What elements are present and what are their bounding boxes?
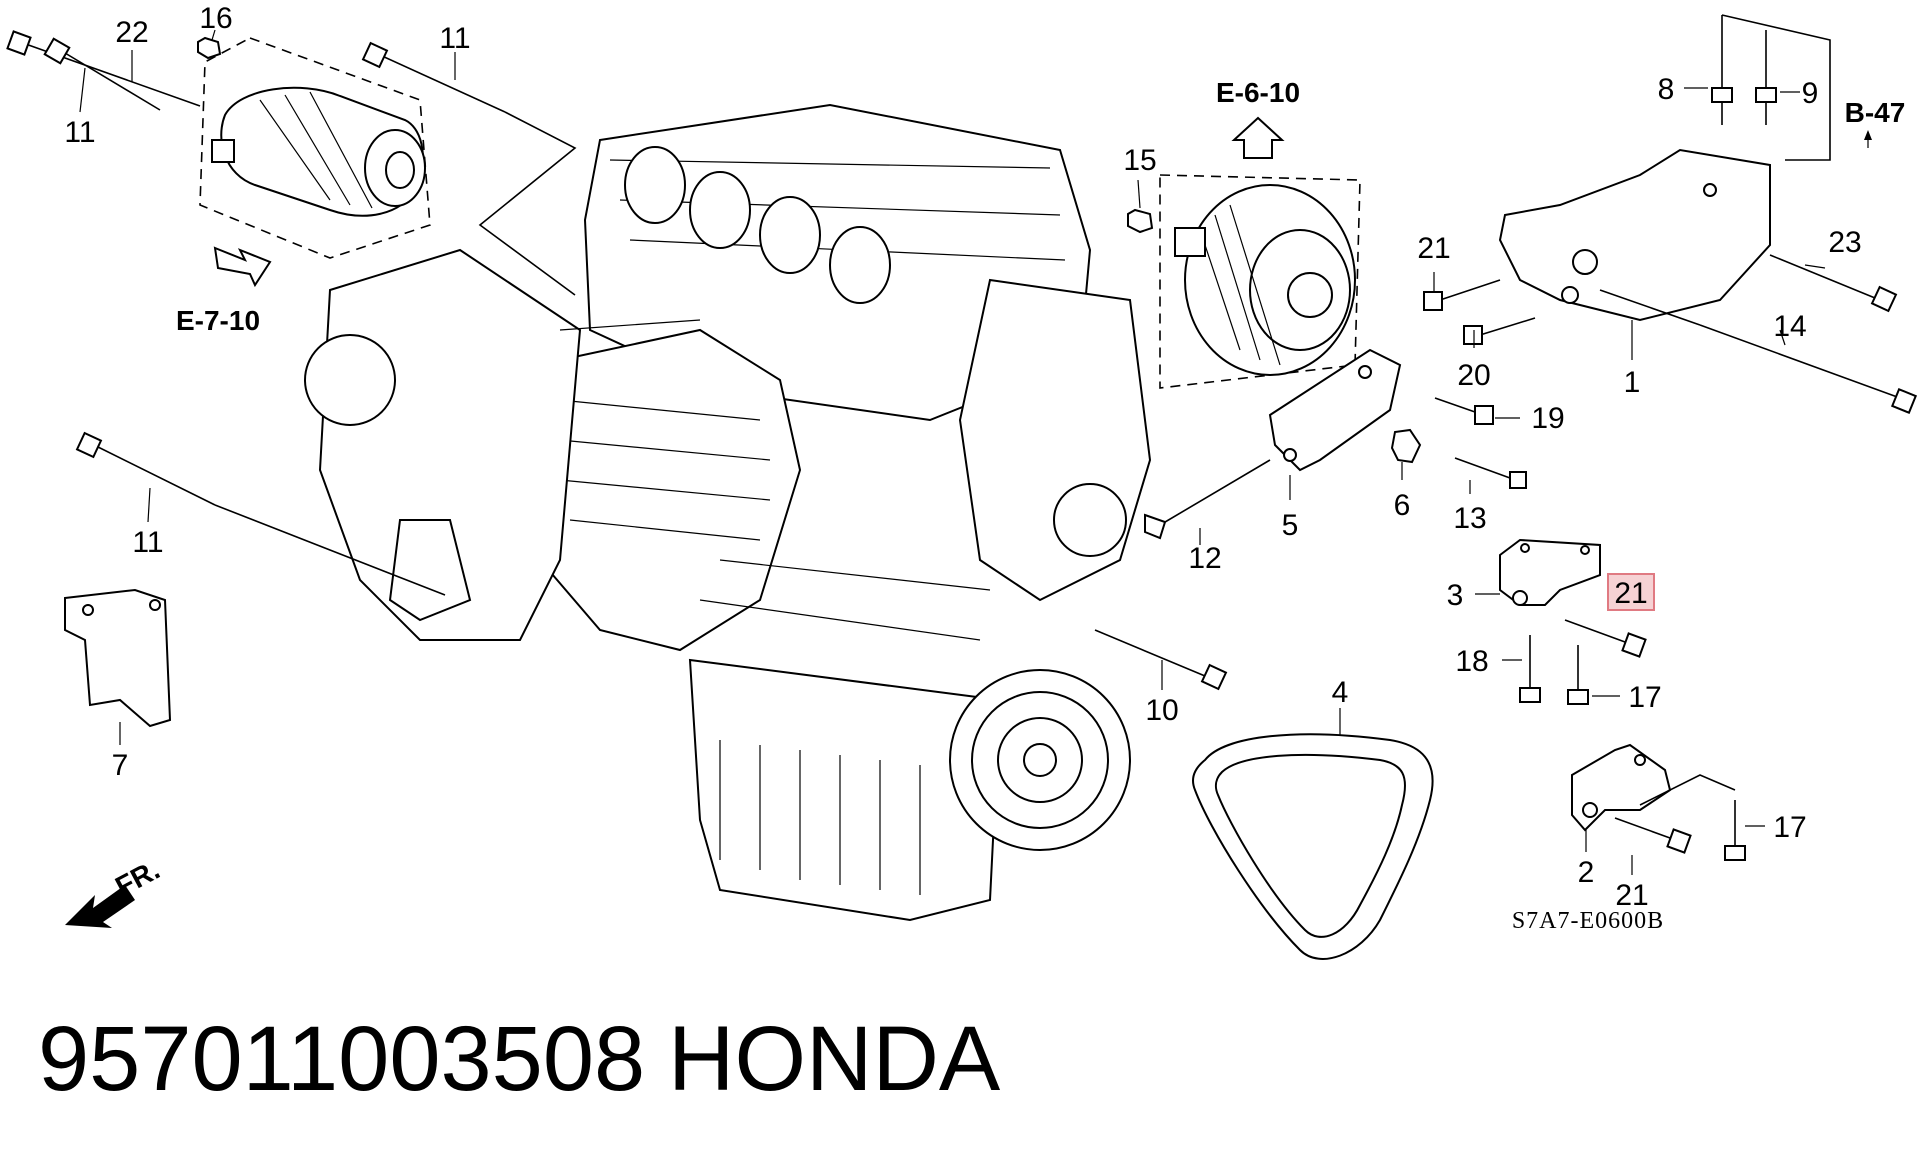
reference-labels: E-7-10 E-6-10 B-47 S7A7-E0600B <box>176 77 1905 934</box>
starter-group[interactable] <box>6 30 431 288</box>
callout-22: 22 <box>115 16 148 49</box>
clip-6 <box>1390 428 1422 464</box>
callout-15: 15 <box>1123 144 1156 177</box>
callout-1: 1 <box>1624 366 1641 399</box>
bolt-11-left <box>75 431 446 596</box>
belt-4 <box>1192 733 1434 960</box>
callout-4: 4 <box>1332 676 1349 709</box>
arrow-to-e-7-10 <box>213 246 272 288</box>
diagram-code: S7A7-E0600B <box>1512 908 1664 934</box>
callout-11: 11 <box>439 22 470 55</box>
ref-e-6-10[interactable]: E-6-10 <box>1216 77 1300 108</box>
callout-23: 23 <box>1828 226 1861 259</box>
nut-16 <box>197 36 222 60</box>
bolt-13 <box>1454 457 1527 489</box>
caption: 957011003508 HONDA <box>38 1008 1001 1110</box>
front-arrow: FR. <box>65 854 165 928</box>
adjuster-bolt-12 <box>1144 459 1271 540</box>
callout-2: 2 <box>1578 856 1595 889</box>
nut-15 <box>1127 208 1154 234</box>
engine-block-drawing <box>304 103 1152 922</box>
highlight-box <box>1607 573 1655 611</box>
bolt-11-upper-center <box>361 41 577 296</box>
callout-10: 10 <box>1145 694 1178 727</box>
alternator-drawing <box>1174 184 1356 376</box>
callout-11: 11 <box>132 526 163 559</box>
callout-21-highlighted[interactable]: 21 <box>1614 577 1647 610</box>
bracket-2-group[interactable] <box>1571 743 1746 861</box>
callout-17: 17 <box>1773 811 1806 844</box>
bolt-19 <box>1434 397 1494 425</box>
callout-9: 9 <box>1802 77 1819 110</box>
brand-name: HONDA <box>668 1008 1001 1110</box>
alternator-group[interactable] <box>1127 116 1361 389</box>
leader-lines <box>79 29 1872 875</box>
callout-12: 12 <box>1188 542 1221 575</box>
callout-3: 3 <box>1447 579 1464 612</box>
bracket-3-group[interactable] <box>1499 538 1647 705</box>
adjuster-bracket-5 <box>1268 348 1402 472</box>
callout-18: 18 <box>1455 645 1488 678</box>
callout-19: 19 <box>1531 402 1564 435</box>
bolt-11-upper-left <box>43 37 161 111</box>
starter-motor-drawing <box>211 86 426 217</box>
callout-6: 6 <box>1394 489 1411 522</box>
callout-5: 5 <box>1282 509 1299 542</box>
part-number: 957011003508 <box>38 1008 645 1110</box>
callout-20: 20 <box>1457 359 1490 392</box>
callout-8: 8 <box>1658 73 1675 106</box>
callout-16: 16 <box>199 2 232 35</box>
callout-14: 14 <box>1773 310 1806 343</box>
callout-11: 11 <box>64 116 95 149</box>
bolt-22 <box>6 30 201 107</box>
callout-17: 17 <box>1628 681 1661 714</box>
ref-e-7-10[interactable]: E-7-10 <box>176 305 260 336</box>
callout-21: 21 <box>1615 879 1648 912</box>
callout-13: 13 <box>1453 502 1486 535</box>
ref-b-47[interactable]: B-47 <box>1845 97 1906 128</box>
bracket-7 <box>64 588 172 728</box>
bolt-10 <box>1094 629 1228 691</box>
callout-7: 7 <box>112 749 129 782</box>
callout-labels: 11 22 16 11 11 7 10 15 8 9 21 20 1 23 14… <box>64 2 1861 912</box>
arrow-to-e-6-10 <box>1231 116 1285 159</box>
bracket-1-group[interactable] <box>1423 14 1918 415</box>
callout-21: 21 <box>1417 232 1450 265</box>
